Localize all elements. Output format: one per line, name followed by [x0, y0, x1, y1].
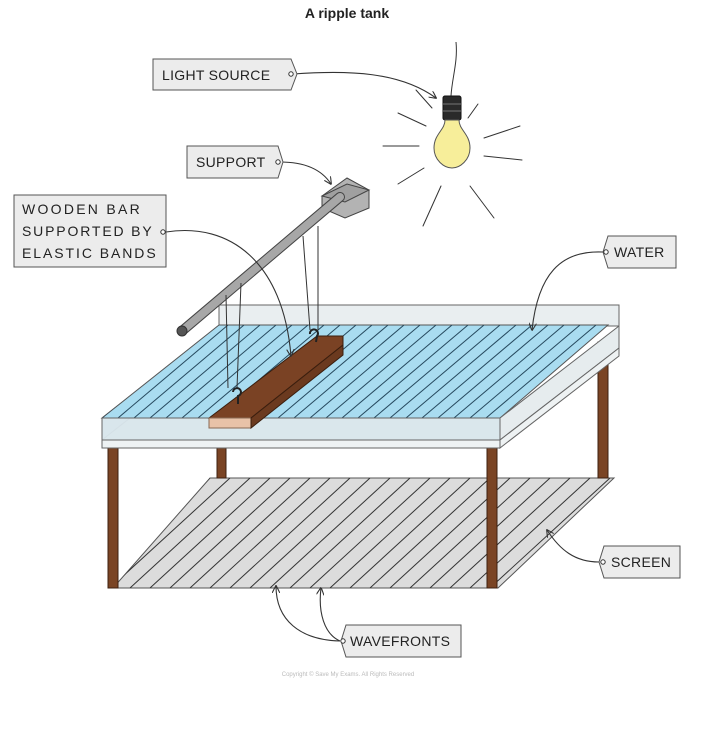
- ripple-tank: [100, 304, 712, 450]
- screen-wavefront-line: [229, 478, 351, 588]
- label-wooden-bar-line2: SUPPORTED BY: [22, 223, 152, 239]
- wavefront-line: [437, 325, 549, 418]
- support: [176, 177, 371, 337]
- label-screen: SCREEN: [547, 530, 681, 579]
- wavefront-line: [646, 325, 712, 418]
- label-water-text: WATER: [614, 244, 665, 260]
- screen-wavefront-line: [189, 478, 311, 588]
- diagram-title: A ripple tank: [305, 5, 389, 21]
- label-wooden-bar: WOODEN BAR SUPPORTED BY ELASTIC BANDS: [13, 194, 291, 356]
- wavefront-line: [373, 325, 485, 418]
- label-support: SUPPORT: [186, 145, 331, 184]
- screen-wavefront-line: [209, 478, 331, 588]
- wavefront-line: [614, 325, 712, 418]
- label-light-source-text: LIGHT SOURCE: [162, 67, 270, 83]
- screen-wavefront-line: [169, 478, 291, 588]
- screen-wavefront-line: [289, 478, 411, 588]
- screen-wavefront-line: [149, 478, 271, 588]
- wavefront-line: [485, 325, 597, 418]
- label-light-source: LIGHT SOURCE: [152, 58, 436, 98]
- screen-wavefront-line: [309, 478, 431, 588]
- wavefront-line: [630, 325, 712, 418]
- screen-wavefront-line: [409, 478, 531, 588]
- wavefront-line: [293, 325, 405, 418]
- wavefront-line: [277, 325, 389, 418]
- wavefront-line: [405, 325, 517, 418]
- wavefront-line: [453, 325, 565, 418]
- wavefront-line: [165, 325, 277, 418]
- label-wooden-bar-line3: ELASTIC BANDS: [22, 245, 156, 261]
- wavefront-line: [117, 325, 229, 418]
- wooden-bar: [207, 328, 344, 430]
- label-screen-text: SCREEN: [611, 554, 671, 570]
- wavefront-line: [149, 325, 261, 418]
- wavefront-line: [181, 325, 293, 418]
- label-support-text: SUPPORT: [196, 154, 266, 170]
- wavefront-line: [357, 325, 469, 418]
- wavefront-line: [469, 325, 581, 418]
- light-bulb: [382, 41, 523, 227]
- screen-wavefront-line: [269, 478, 391, 588]
- copyright-text: Copyright © Save My Exams. All Rights Re…: [282, 671, 414, 678]
- wavefront-line: [309, 325, 421, 418]
- screen-wavefront-line: [113, 478, 231, 588]
- light-rays: [382, 89, 523, 227]
- wavefront-line: [133, 325, 245, 418]
- wavefront-line: [325, 325, 437, 418]
- wavefront-line: [389, 325, 501, 418]
- screen-wavefront-line: [329, 478, 451, 588]
- screen-wavefront-line: [449, 478, 571, 588]
- label-wavefronts: WAVEFRONTS: [276, 586, 462, 658]
- label-wooden-bar-line1: WOODEN BAR: [22, 201, 140, 217]
- elastic-bands: [225, 226, 319, 389]
- label-wavefronts-text: WAVEFRONTS: [350, 633, 450, 649]
- screen-wavefront-line: [369, 478, 491, 588]
- screen-wavefront-line: [129, 478, 251, 588]
- label-water: WATER: [532, 235, 677, 330]
- screen-wavefront-line: [249, 478, 371, 588]
- wavefront-line: [341, 325, 453, 418]
- screen-wavefront-line: [349, 478, 471, 588]
- wavefront-line: [421, 325, 533, 418]
